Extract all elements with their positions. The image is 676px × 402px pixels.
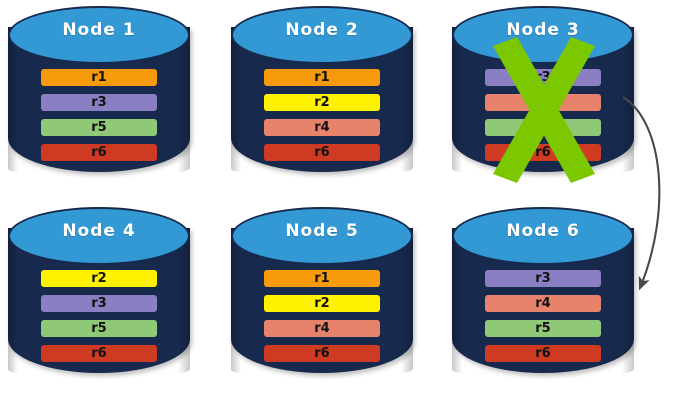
replica-bar-r3[interactable]: r3 — [41, 295, 157, 312]
node-cylinder-node-5[interactable]: Node 5 r1 r2 r4 r6 — [231, 207, 413, 385]
replica-bar-r1[interactable]: r1 — [264, 270, 380, 287]
replica-bar-r5[interactable]: r5 — [41, 320, 157, 337]
cylinder-top-ellipse — [231, 6, 413, 64]
replica-bar-r5[interactable]: r5 — [485, 320, 601, 337]
replica-bar-r2[interactable]: r2 — [264, 295, 380, 312]
replica-bar-r6[interactable]: r6 — [264, 144, 380, 161]
replica-bar-list: r1 r2 r4 r6 — [231, 6, 413, 184]
node-cylinder-node-4[interactable]: Node 4 r2 r3 r5 r6 — [8, 207, 190, 385]
replica-bar-r6[interactable]: r6 — [485, 345, 601, 362]
replica-bar-r1[interactable]: r1 — [264, 69, 380, 86]
replica-bar-r6[interactable]: r6 — [41, 345, 157, 362]
replica-bar-r3[interactable]: r3 — [485, 69, 601, 86]
replica-bar-r5[interactable]: r5 — [41, 119, 157, 136]
cylinder-top-ellipse — [8, 207, 190, 265]
replica-bar-list: r3 r4 r5 r6 — [452, 207, 634, 385]
replica-bar-r3[interactable]: r3 — [485, 270, 601, 287]
replica-bar-r4[interactable]: r4 — [264, 119, 380, 136]
replica-bar-list: r1 r2 r4 r6 — [231, 207, 413, 385]
cylinder-top-ellipse — [231, 207, 413, 265]
replica-bar-r4[interactable]: r4 — [264, 320, 380, 337]
replica-bar-list: r2 r3 r5 r6 — [8, 207, 190, 385]
node-cylinder-node-3[interactable]: Node 3 r3 r4 r5 r6 — [452, 6, 634, 184]
replica-bar-list: r1 r3 r5 r6 — [8, 6, 190, 184]
replica-bar-list: r3 r4 r5 r6 — [452, 6, 634, 184]
replica-bar-r4[interactable]: r4 — [485, 295, 601, 312]
replica-bar-r5[interactable]: r5 — [485, 119, 601, 136]
replica-bar-r6[interactable]: r6 — [41, 144, 157, 161]
cylinder-top-ellipse — [8, 6, 190, 64]
node-cylinder-node-6[interactable]: Node 6 r3 r4 r5 r6 — [452, 207, 634, 385]
cylinder-top-ellipse — [452, 207, 634, 265]
replica-bar-r1[interactable]: r1 — [41, 69, 157, 86]
replica-bar-r2[interactable]: r2 — [41, 270, 157, 287]
replica-bar-r6[interactable]: r6 — [485, 144, 601, 161]
node-cylinder-node-2[interactable]: Node 2 r1 r2 r4 r6 — [231, 6, 413, 184]
replica-bar-r6[interactable]: r6 — [264, 345, 380, 362]
replica-bar-r3[interactable]: r3 — [41, 94, 157, 111]
replica-bar-r4[interactable]: r4 — [485, 94, 601, 111]
node-cylinder-node-1[interactable]: Node 1 r1 r3 r5 r6 — [8, 6, 190, 184]
replica-bar-r2[interactable]: r2 — [264, 94, 380, 111]
